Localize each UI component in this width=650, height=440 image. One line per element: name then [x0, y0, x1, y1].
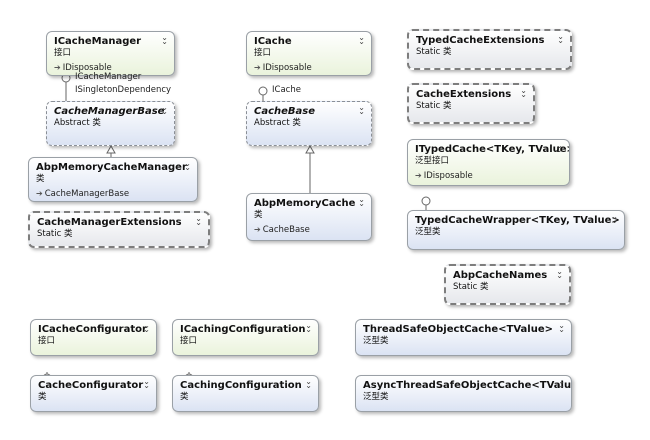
collapse-chevron-icon[interactable]: ⌄⌄ — [358, 33, 365, 46]
class-box-typedcacheextensions[interactable]: TypedCacheExtensions Static 类 ⌄⌄ — [407, 29, 572, 70]
collapse-chevron-icon[interactable]: ⌄⌄ — [358, 195, 365, 208]
class-kind: 接口 — [38, 336, 56, 346]
class-name: TypedCacheExtensions — [416, 35, 545, 46]
class-name: CacheManagerExtensions — [37, 217, 182, 228]
class-kind: 类 — [254, 210, 263, 220]
class-kind: Static 类 — [453, 282, 489, 292]
collapse-chevron-icon[interactable]: ⌄⌄ — [520, 86, 527, 99]
class-box-itypedcache[interactable]: ITypedCache<TKey, TValue> 泛型接口 ➔IDisposa… — [407, 139, 570, 186]
class-name: ICacheConfigurator — [38, 324, 147, 335]
class-kind: Static 类 — [416, 101, 452, 111]
class-box-threadsafeobjectcache[interactable]: ThreadSafeObjectCache<TValue> 泛型类 ⌄⌄ — [355, 319, 572, 356]
collapse-chevron-icon[interactable]: ⌄⌄ — [305, 321, 312, 334]
class-kind: 泛型类 — [363, 392, 389, 402]
class-name: CacheConfigurator — [38, 380, 144, 391]
class-kind: 类 — [180, 392, 189, 402]
class-box-icache[interactable]: ICache 接口 ➔IDisposable ⌄⌄ — [246, 31, 372, 76]
collapse-chevron-icon[interactable]: ⌄⌄ — [143, 377, 150, 390]
inheritance-label: ➔CacheManagerBase — [36, 189, 130, 199]
class-name: ICache — [254, 36, 292, 47]
collapse-chevron-icon[interactable]: ⌄⌄ — [611, 212, 618, 225]
class-kind: 泛型接口 — [415, 156, 450, 166]
class-box-asyncthreadsafeobjectcache[interactable]: AsyncThreadSafeObjectCache<TValue> 泛型类 ⌄… — [355, 375, 572, 412]
class-name: TypedCacheWrapper<TKey, TValue> — [415, 215, 620, 226]
inheritance-label: ➔IDisposable — [415, 171, 473, 181]
class-name: AbpMemoryCache — [254, 198, 356, 209]
class-kind: 接口 — [254, 48, 272, 58]
class-box-abpcachenames[interactable]: AbpCacheNames Static 类 ⌄⌄ — [444, 264, 571, 305]
collapse-chevron-icon[interactable]: ⌄⌄ — [161, 103, 168, 116]
class-box-typedcachewrapper[interactable]: TypedCacheWrapper<TKey, TValue> 泛型类 ⌄⌄ — [407, 210, 625, 250]
inheritance-label: ➔IDisposable — [54, 63, 112, 73]
class-kind: Abstract 类 — [254, 118, 301, 128]
lollipop-itypedcache — [421, 196, 431, 206]
class-name: ThreadSafeObjectCache<TValue> — [363, 324, 553, 335]
collapse-chevron-icon[interactable]: ⌄⌄ — [558, 377, 565, 390]
class-box-icacheconfigurator[interactable]: ICacheConfigurator 接口 ⌄⌄ — [30, 319, 157, 356]
class-name: CacheManagerBase — [54, 106, 165, 117]
class-kind: Abstract 类 — [54, 118, 101, 128]
collapse-chevron-icon[interactable]: ⌄⌄ — [161, 33, 168, 46]
class-kind: Static 类 — [416, 47, 452, 57]
class-box-icachemanager[interactable]: ICacheManager 接口 ➔IDisposable ⌄⌄ — [46, 31, 175, 76]
arrow-icon: ➔ — [54, 63, 61, 72]
class-name: AbpMemoryCacheManager — [36, 162, 187, 173]
class-name: ICachingConfiguration — [180, 324, 306, 335]
class-box-cacheextensions[interactable]: CacheExtensions Static 类 ⌄⌄ — [407, 83, 535, 124]
class-name: AbpCacheNames — [453, 270, 548, 281]
class-name: AsyncThreadSafeObjectCache<TValue> — [363, 380, 572, 391]
collapse-chevron-icon[interactable]: ⌄⌄ — [358, 103, 365, 116]
class-box-abpmemorycache[interactable]: AbpMemoryCache 类 ➔CacheBase ⌄⌄ — [246, 193, 372, 241]
collapse-chevron-icon[interactable]: ⌄⌄ — [557, 32, 564, 45]
collapse-chevron-icon[interactable]: ⌄⌄ — [184, 159, 191, 172]
class-kind: 接口 — [54, 48, 72, 58]
arrow-icon: ➔ — [415, 171, 422, 180]
class-box-cachemanagerbase[interactable]: CacheManagerBase Abstract 类 ⌄⌄ — [46, 101, 175, 146]
collapse-chevron-icon[interactable]: ⌄⌄ — [558, 321, 565, 334]
lollipop-label-icache: ICache — [272, 85, 301, 95]
class-box-cachemanagerextensions[interactable]: CacheManagerExtensions Static 类 ⌄⌄ — [28, 211, 210, 248]
inheritance-arrow-cachemanagerbase — [106, 144, 116, 154]
lollipop-label-isingletondependency: ISingletonDependency — [75, 85, 172, 95]
lollipop-icache — [258, 86, 268, 96]
class-name: ITypedCache<TKey, TValue> — [415, 144, 570, 155]
class-name: ICacheManager — [54, 36, 142, 47]
class-box-abpmemorycachemanager[interactable]: AbpMemoryCacheManager 类 ➔CacheManagerBas… — [28, 157, 198, 202]
lollipop-label-icachemanager: ICacheManager — [75, 72, 142, 82]
class-name: CachingConfiguration — [180, 380, 302, 391]
inheritance-label: ➔IDisposable — [254, 63, 312, 73]
collapse-chevron-icon[interactable]: ⌄⌄ — [143, 321, 150, 334]
class-box-cacheconfigurator[interactable]: CacheConfigurator 类 ⌄⌄ — [30, 375, 157, 412]
inheritance-arrow-cachebase — [305, 144, 315, 154]
class-kind: Static 类 — [37, 229, 73, 239]
arrow-icon: ➔ — [254, 225, 261, 234]
class-kind: 泛型类 — [363, 336, 389, 346]
inheritance-label: ➔CacheBase — [254, 225, 310, 235]
class-box-cachingconfiguration[interactable]: CachingConfiguration 类 ⌄⌄ — [172, 375, 319, 412]
collapse-chevron-icon[interactable]: ⌄⌄ — [195, 214, 202, 227]
collapse-chevron-icon[interactable]: ⌄⌄ — [305, 377, 312, 390]
class-box-icachingconfiguration[interactable]: ICachingConfiguration 接口 ⌄⌄ — [172, 319, 319, 356]
arrow-icon: ➔ — [254, 63, 261, 72]
class-kind: 类 — [36, 174, 45, 184]
collapse-chevron-icon[interactable]: ⌄⌄ — [556, 141, 563, 154]
class-name: CacheExtensions — [416, 89, 512, 100]
class-name: CacheBase — [254, 106, 316, 117]
arrow-icon: ➔ — [36, 189, 43, 198]
class-kind: 接口 — [180, 336, 198, 346]
class-box-cachebase[interactable]: CacheBase Abstract 类 ⌄⌄ — [246, 101, 372, 146]
class-kind: 类 — [38, 392, 47, 402]
class-kind: 泛型类 — [415, 227, 441, 237]
collapse-chevron-icon[interactable]: ⌄⌄ — [556, 267, 563, 280]
